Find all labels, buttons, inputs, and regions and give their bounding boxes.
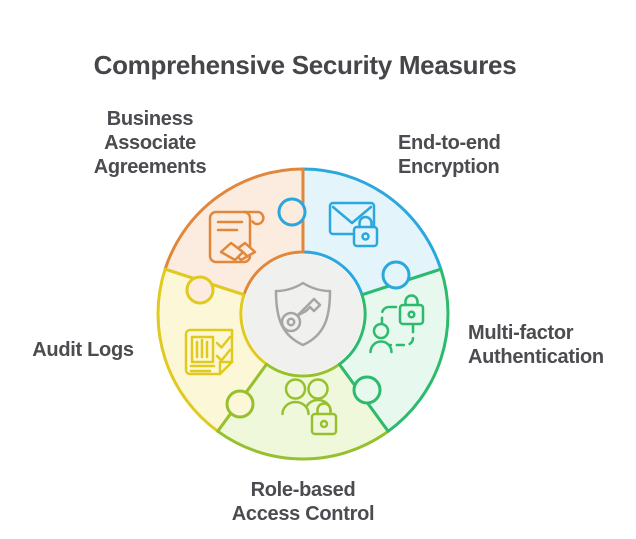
segment-business-associate-agreements	[163, 167, 305, 297]
puzzle-knob-left	[185, 275, 215, 305]
puzzle-knob-lower-right	[352, 375, 382, 405]
users-lock-icon	[281, 378, 338, 436]
label-multi-factor-authentication: Multi-factor Authentication	[468, 322, 604, 368]
page-title: Comprehensive Security Measures	[93, 50, 517, 80]
contract-handshake-icon	[208, 210, 265, 264]
puzzle-knob-top	[277, 197, 307, 227]
label-business-associate-agreements: Business Associate Agreements	[93, 108, 207, 178]
user-lock-icon	[369, 294, 425, 354]
label-end-to-end-encryption: End-to-end Encryption	[398, 132, 501, 178]
audit-document-icon	[184, 328, 234, 376]
label-role-based-access-control: Role-based Access Control	[231, 479, 375, 525]
puzzle-knob-lower-left	[225, 389, 255, 419]
encrypted-mail-icon	[328, 201, 379, 248]
puzzle-knob-upper-right	[381, 260, 411, 290]
label-audit-logs: Audit Logs	[32, 339, 134, 361]
shield-key-icon	[243, 254, 363, 374]
